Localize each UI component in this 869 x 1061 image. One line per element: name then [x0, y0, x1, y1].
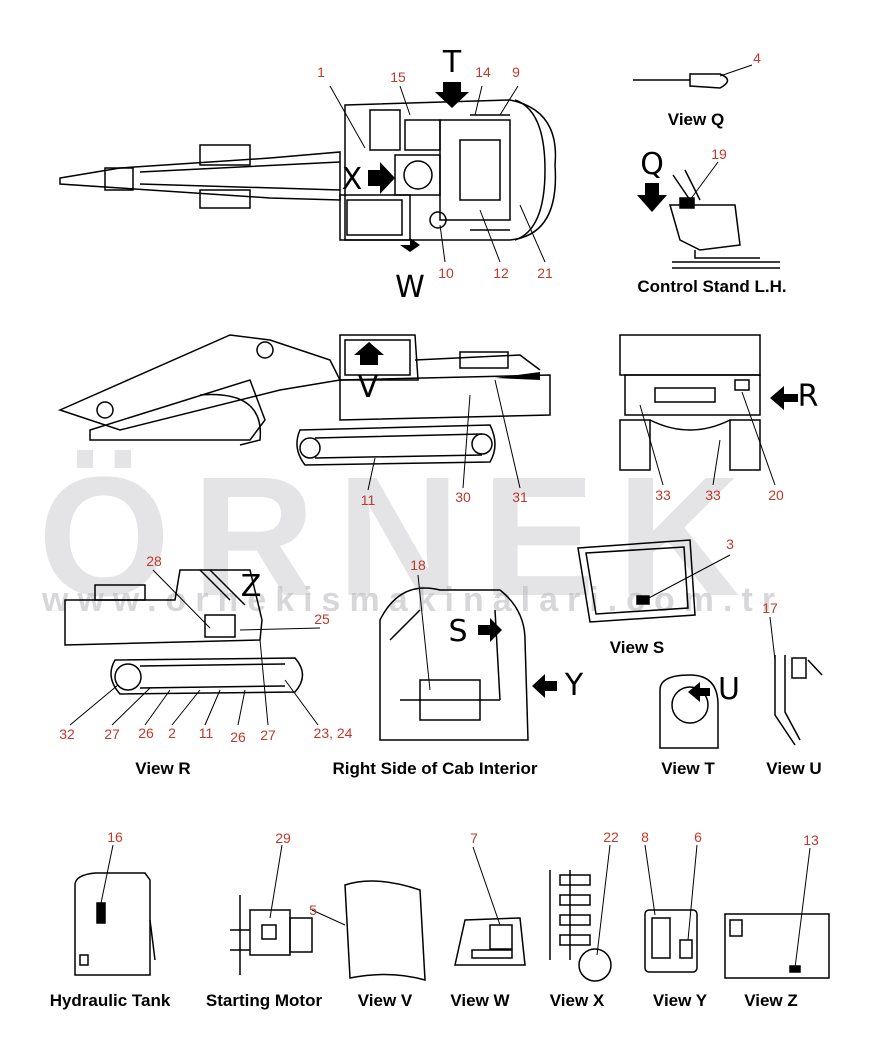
control-stand	[669, 169, 780, 269]
view-x-part	[549, 870, 612, 982]
arrow-label-z: Z	[240, 569, 262, 604]
callout-16: 16	[107, 829, 123, 845]
caption-view-w: View W	[450, 991, 510, 1010]
callout-9: 9	[512, 64, 520, 80]
callout-17: 17	[762, 600, 778, 616]
arrow-label-y: Y	[564, 668, 584, 703]
view-u-part	[774, 655, 823, 746]
caption-starting-motor: Starting Motor	[205, 991, 323, 1010]
callout-12: 12	[493, 265, 509, 281]
callout-7: 7	[470, 830, 478, 846]
callout-18: 18	[410, 557, 426, 573]
callout-25: 25	[314, 611, 330, 627]
callout-13: 13	[803, 832, 819, 848]
side-view-excavator	[57, 334, 551, 466]
callout-30: 30	[455, 489, 471, 505]
watermark-brand: ÖRNEK	[38, 442, 762, 632]
starting-motor	[230, 895, 313, 975]
caption-view-r: View R	[135, 759, 191, 778]
arrow-label-u: U	[718, 672, 740, 707]
view-y-part	[644, 909, 698, 973]
caption-view-q: View Q	[667, 110, 725, 129]
callout-33-left: 33	[655, 487, 671, 503]
callout-31: 31	[512, 489, 528, 505]
leader-lines	[69, 64, 811, 969]
callout-22: 22	[603, 829, 619, 845]
caption-hydraulic-tank: Hydraulic Tank	[49, 991, 171, 1010]
arrow-label-x: X	[341, 162, 363, 197]
callout-28: 28	[146, 553, 162, 569]
callout-27-left: 27	[104, 726, 120, 742]
view-z-part	[724, 913, 830, 979]
view-s-window	[577, 539, 696, 623]
callout-23-24: 23, 24	[313, 725, 353, 741]
caption-control-stand: Control Stand L.H.	[637, 277, 787, 296]
callout-8: 8	[641, 829, 649, 845]
callout-27-right: 27	[260, 727, 276, 743]
callout-15: 15	[390, 69, 406, 85]
caption-view-s: View S	[609, 638, 665, 657]
hydraulic-tank	[74, 872, 156, 976]
caption-view-t: View T	[661, 759, 715, 778]
callout-26-right: 26	[230, 729, 246, 745]
cab-interior	[379, 587, 529, 741]
callout-3: 3	[726, 536, 734, 552]
arrow-label-w: W	[395, 270, 425, 305]
callout-21: 21	[537, 265, 553, 281]
callout-19: 19	[711, 146, 727, 162]
callout-6: 6	[694, 829, 702, 845]
callout-10: 10	[438, 265, 454, 281]
arrow-label-r: R	[797, 379, 819, 414]
caption-view-u: View U	[766, 759, 822, 778]
callout-26-left: 26	[138, 725, 154, 741]
caption-cab-interior: Right Side of Cab Interior	[332, 759, 538, 778]
callout-33-right: 33	[705, 487, 721, 503]
top-view-arrows	[368, 82, 469, 252]
arrow-label-s: S	[448, 614, 468, 649]
caption-view-y: View Y	[652, 991, 708, 1010]
view-w-part	[454, 917, 526, 966]
callout-32: 32	[59, 726, 75, 742]
callout-1: 1	[317, 64, 325, 80]
caption-view-z: View Z	[744, 991, 798, 1010]
caption-view-v: View V	[357, 991, 413, 1010]
callout-20: 20	[768, 487, 784, 503]
callout-11-r: 11	[198, 725, 214, 741]
view-q-lever	[633, 73, 729, 89]
view-v-part	[344, 880, 426, 982]
callout-4: 4	[753, 50, 761, 66]
top-view-excavator	[59, 99, 557, 241]
callout-2: 2	[168, 725, 176, 741]
callout-5: 5	[309, 902, 317, 918]
arrow-label-v: V	[357, 370, 379, 405]
rear-view-excavator	[619, 334, 761, 471]
arrow-label-q: Q	[640, 147, 664, 182]
view-r-excavator	[64, 569, 304, 695]
callout-14: 14	[475, 64, 491, 80]
arrow-label-t: T	[442, 45, 462, 80]
caption-view-x: View X	[549, 991, 605, 1010]
view-t-part	[659, 674, 719, 749]
callout-29: 29	[275, 830, 291, 846]
callout-11-side: 11	[360, 492, 376, 508]
